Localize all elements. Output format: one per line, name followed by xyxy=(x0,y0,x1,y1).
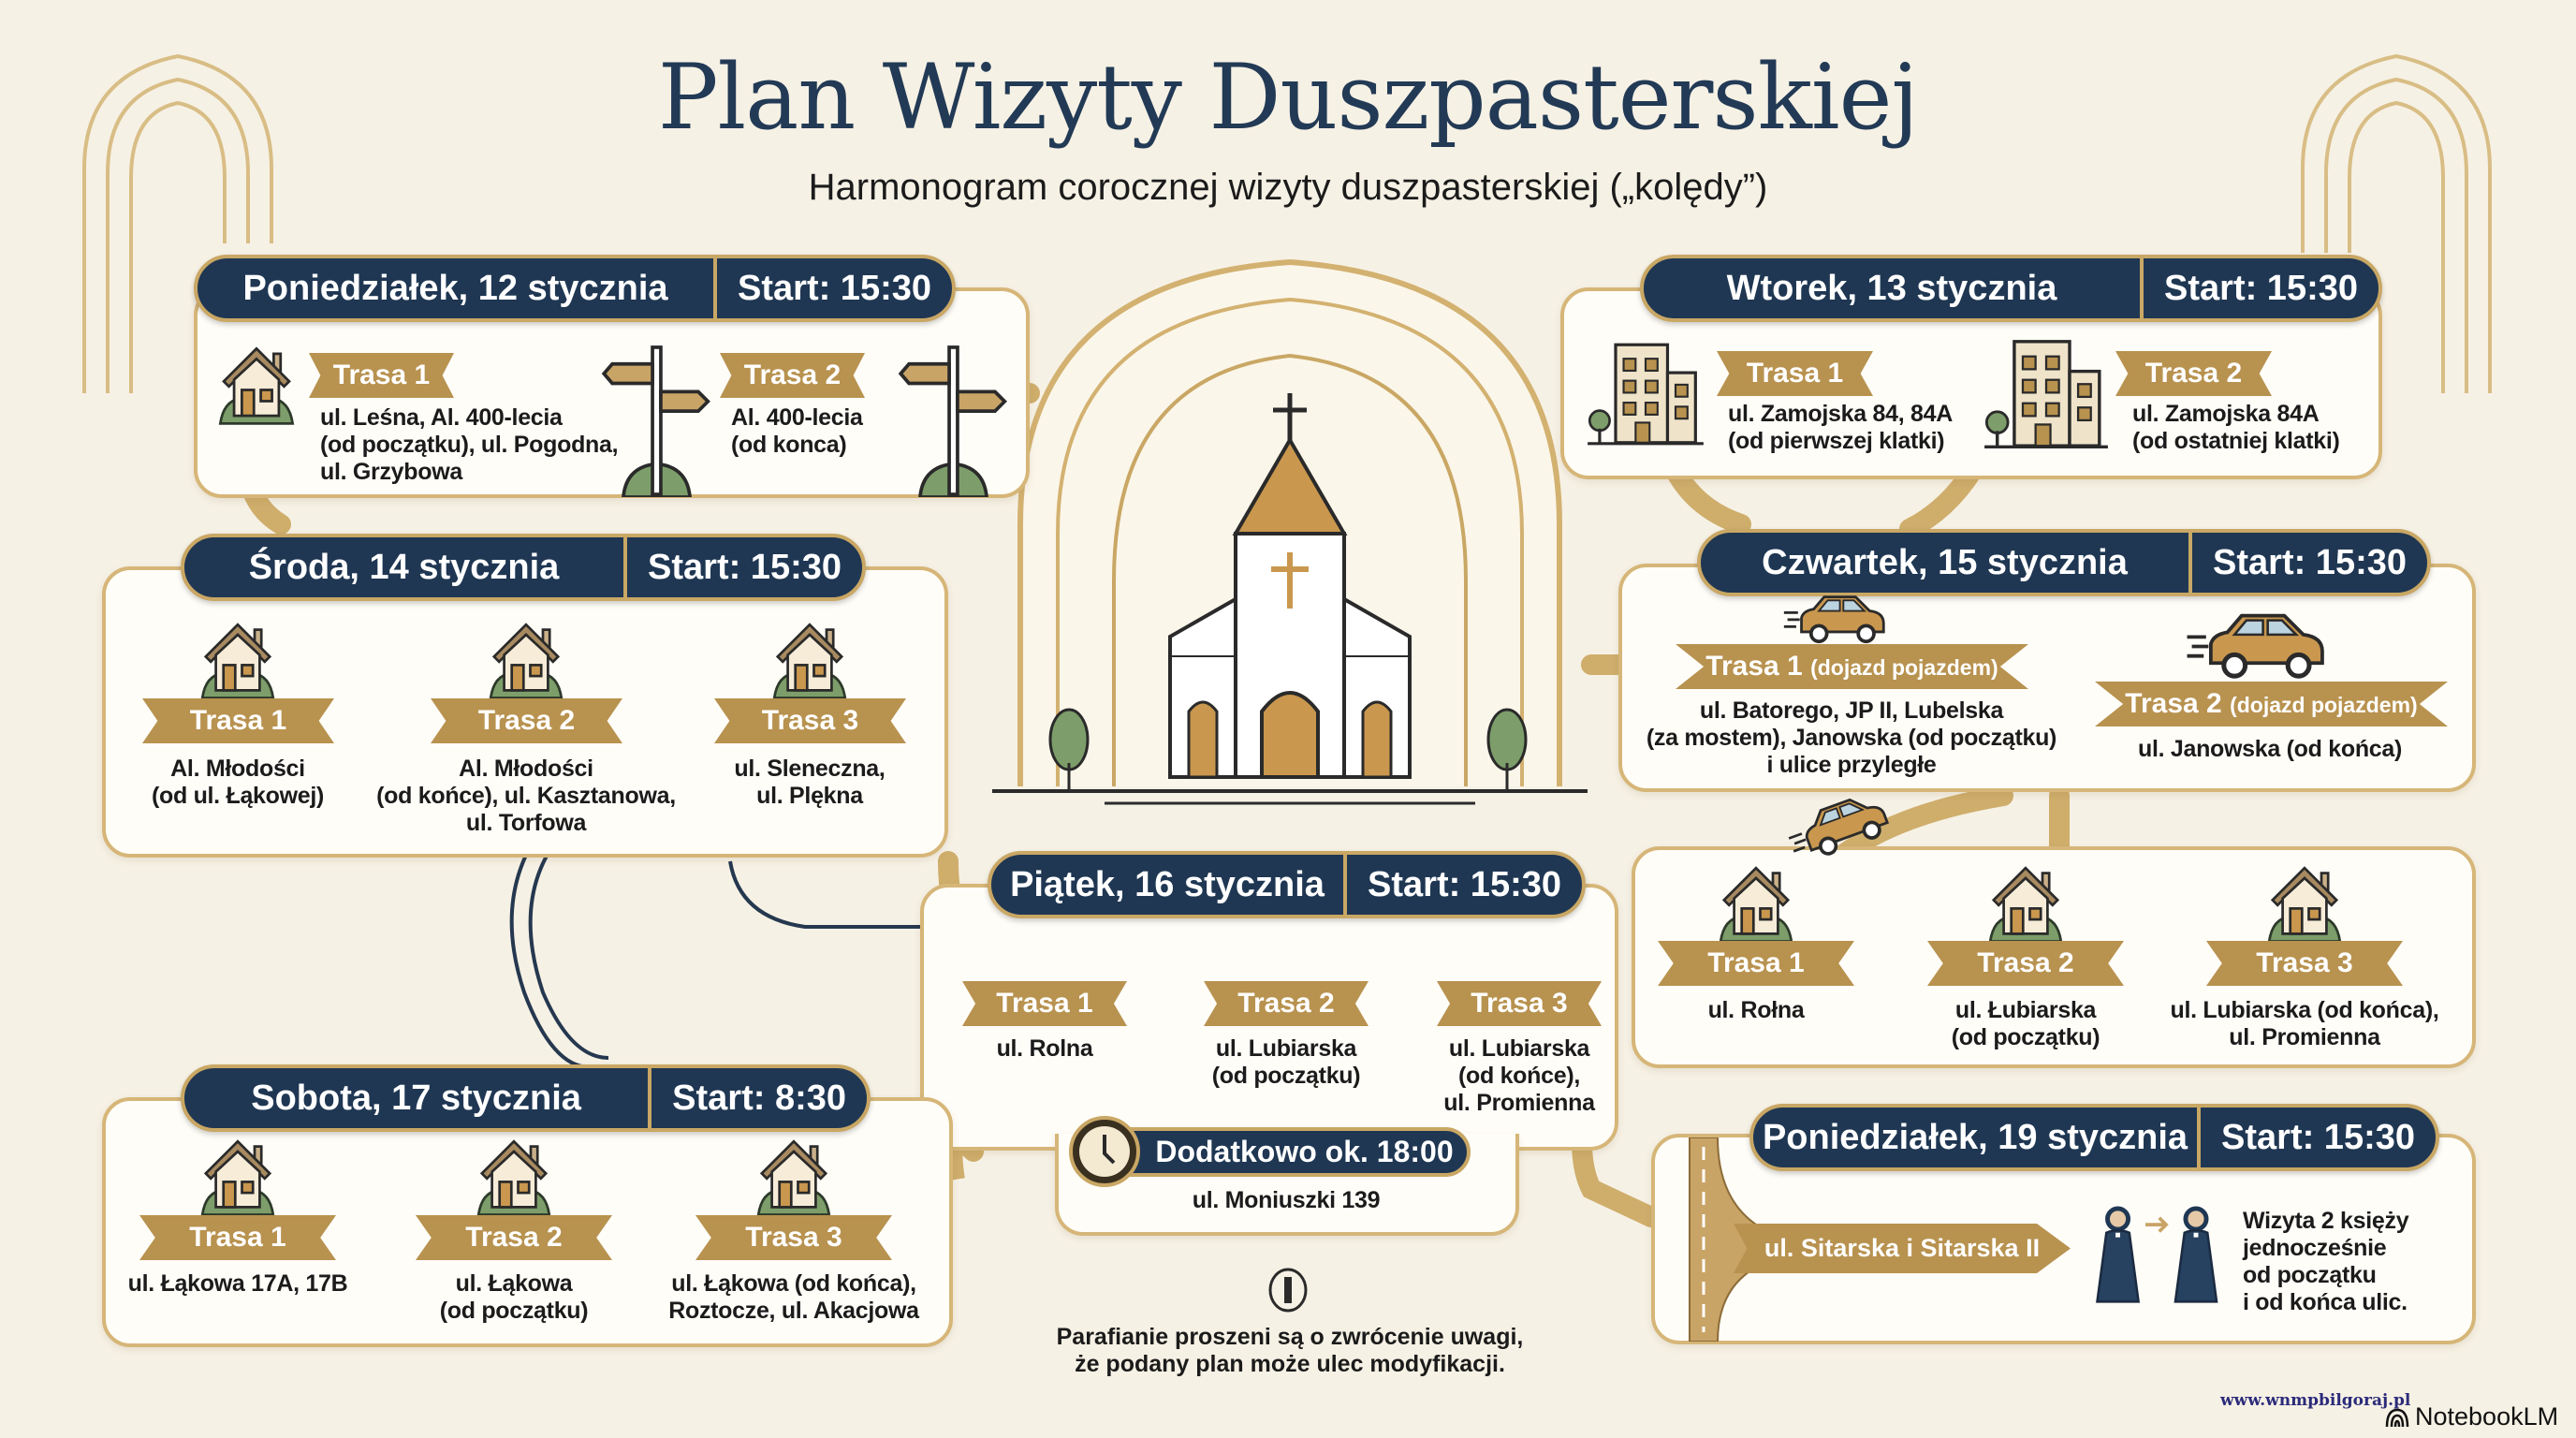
route-streets: ul. Janowska (od końca) xyxy=(2137,736,2403,762)
route-streets: ul. Lubiarska (od końce), ul. Promienna xyxy=(1443,1035,1595,1116)
route-streets: Al. Młodości (od ul. Łąkowej) xyxy=(151,756,325,809)
notebooklm-brand: NotebookLM xyxy=(2385,1402,2558,1431)
route-ribbon: Trasa 2 (dojazd pojazdem) xyxy=(2095,682,2448,726)
route-streets: ul. Rolna xyxy=(996,1035,1093,1062)
route-ribbon: Trasa 2 xyxy=(720,353,865,398)
start-time: Start: 15:30 xyxy=(623,537,862,597)
route-suffix: (dojazd pojazdem) xyxy=(1810,655,1998,680)
route-suffix: (dojazd pojazdem) xyxy=(2230,693,2418,717)
church-illustration xyxy=(992,258,1588,805)
start-time: Start: 15:30 xyxy=(2188,533,2427,593)
day-header-tue13: Wtorek, 13 stycznia Start: 15:30 xyxy=(1640,255,2382,322)
route-streets: Al. 400-lecia (od konca) xyxy=(731,404,863,458)
route-ribbon: Trasa 2 xyxy=(1204,981,1368,1026)
extra-visit-street: ul. Moniuszki 139 xyxy=(1192,1187,1381,1213)
route-streets: ul. Łubiarska (od początku) xyxy=(1951,997,2100,1050)
route-ribbon: Trasa 3 xyxy=(695,1215,892,1260)
house-icon xyxy=(196,618,280,702)
start-time: Start: 15:30 xyxy=(2140,258,2378,318)
day-label: Piątek, 16 stycznia xyxy=(1010,865,1325,904)
route-streets: ul. Łąkowa (od początku) xyxy=(439,1270,589,1324)
gothic-arch-right-decoration xyxy=(2301,53,2492,393)
signpost-icon xyxy=(599,345,714,497)
day-label: Poniedziałek, 19 stycznia xyxy=(1762,1118,2188,1157)
clock-icon xyxy=(1069,1116,1140,1187)
route-ribbon: Trasa 2 xyxy=(1927,941,2124,986)
house-icon xyxy=(1983,861,2068,946)
house-icon xyxy=(1714,861,1798,946)
route-streets: ul. Łąkowa (od końca), Roztocze, ul. Aka… xyxy=(668,1270,919,1324)
route-streets: ul. Zamojska 84A (od ostatniej klatki) xyxy=(2132,401,2340,454)
house-icon xyxy=(2262,861,2347,946)
start-time: Start: 15:30 xyxy=(2197,1108,2436,1167)
route-streets: ul. Leśna, Al. 400-lecia (od początku), … xyxy=(320,404,619,485)
apartment-building-icon xyxy=(1981,335,2112,452)
day-header-mon19: Poniedziałek, 19 stycznia Start: 15:30 xyxy=(1749,1104,2439,1171)
start-time: Start: 8:30 xyxy=(648,1068,867,1128)
priests-visit-note: Wizyta 2 księży jednocześnie od początku… xyxy=(2243,1208,2409,1315)
route-streets: Al. Młodości (od końce), ul. Kasztanowa,… xyxy=(376,756,676,836)
day-header-thu15: Czwartek, 15 stycznia Start: 15:30 xyxy=(1697,529,2431,596)
route-streets: ul. Lubiarska (od końca), ul. Promienna xyxy=(2170,997,2439,1050)
route-label: Trasa 1 xyxy=(1705,651,1803,682)
day-label: Czwartek, 15 stycznia xyxy=(1762,543,2128,582)
route-ribbon: Trasa 1 (dojazd pojazdem) xyxy=(1676,644,2028,689)
start-time: Start: 15:30 xyxy=(1343,855,1582,915)
route-ribbon: Trasa 1 xyxy=(139,1215,336,1260)
two-priests-icon xyxy=(2095,1199,2221,1314)
route-ribbon: Trasa 1 xyxy=(962,981,1127,1026)
route-ribbon: Trasa 1 xyxy=(309,353,454,398)
house-icon xyxy=(196,1135,280,1219)
page-title: Plan Wizyty Duszpasterskiej xyxy=(657,45,1919,150)
house-icon xyxy=(752,1135,836,1219)
route-ribbon: Trasa 1 xyxy=(142,698,334,743)
signpost-icon xyxy=(896,345,1011,497)
start-time: Start: 15:30 xyxy=(713,258,952,318)
brand-name: NotebookLM xyxy=(2415,1402,2559,1431)
route-streets: ul. Łąkowa 17A, 17B xyxy=(127,1270,348,1297)
house-icon xyxy=(213,342,300,428)
road-fork-icon xyxy=(1689,1137,1793,1342)
route-streets: ul. Batorego, JP II, Lubelska (za mostem… xyxy=(1646,697,2057,778)
route-ribbon: Trasa 3 xyxy=(714,698,906,743)
street-sign-arrow: ul. Sitarska i Sitarska II xyxy=(1734,1224,2071,1273)
route-ribbon: Trasa 2 xyxy=(431,698,622,743)
page-subtitle: Harmonogram corocznej wizyty duszpasters… xyxy=(808,167,1768,208)
route-ribbon: Trasa 3 xyxy=(2206,941,2403,986)
house-icon xyxy=(484,618,568,702)
route-streets: ul. Sleneczna, ul. Plękna xyxy=(734,756,886,809)
extra-visit-time: Dodatkowo ok. 18:00 xyxy=(1101,1127,1471,1177)
day-label: Wtorek, 13 stycznia xyxy=(1726,269,2057,308)
route-ribbon: Trasa 2 xyxy=(416,1215,612,1260)
house-icon xyxy=(472,1135,556,1219)
day-label: Sobota, 17 stycznia xyxy=(251,1078,581,1118)
route-label: Trasa 2 xyxy=(2125,688,2222,719)
day-header-fri16: Piątek, 16 stycznia Start: 15:30 xyxy=(988,851,1586,918)
day-header-wed14: Środa, 14 stycznia Start: 15:30 xyxy=(181,534,866,601)
route-ribbon: Trasa 1 xyxy=(1658,941,1854,986)
church-tower-icon xyxy=(1268,1268,1308,1313)
day-label: Poniedziałek, 12 stycznia xyxy=(242,269,668,308)
route-streets: ul. Lubiarska (od początku) xyxy=(1211,1035,1361,1089)
house-icon xyxy=(768,618,852,702)
route-streets: ul. Rołna xyxy=(1707,997,1805,1023)
gothic-arch-left-decoration xyxy=(82,53,273,393)
route-streets: ul. Zamojska 84, 84A (od pierwszej klatk… xyxy=(1728,401,1953,454)
route-ribbon: Trasa 3 xyxy=(1437,981,1602,1026)
footer-note: Parafianie proszeni są o zwrócenie uwagi… xyxy=(1056,1324,1524,1377)
car-icon xyxy=(1760,592,1910,644)
route-ribbon: Trasa 2 xyxy=(2115,351,2272,396)
route-ribbon: Trasa 1 xyxy=(1717,351,1873,396)
apartment-building-icon xyxy=(1586,335,1705,452)
day-label: Środa, 14 stycznia xyxy=(248,548,560,587)
car-icon xyxy=(2162,609,2349,680)
website-watermark: www.wnmpbilgoraj.pl xyxy=(2220,1391,2411,1410)
day-header-mon12: Poniedziałek, 12 stycznia Start: 15:30 xyxy=(194,255,956,322)
day-header-sat17: Sobota, 17 stycznia Start: 8:30 xyxy=(181,1064,871,1132)
notebooklm-logo-icon xyxy=(2385,1408,2409,1427)
